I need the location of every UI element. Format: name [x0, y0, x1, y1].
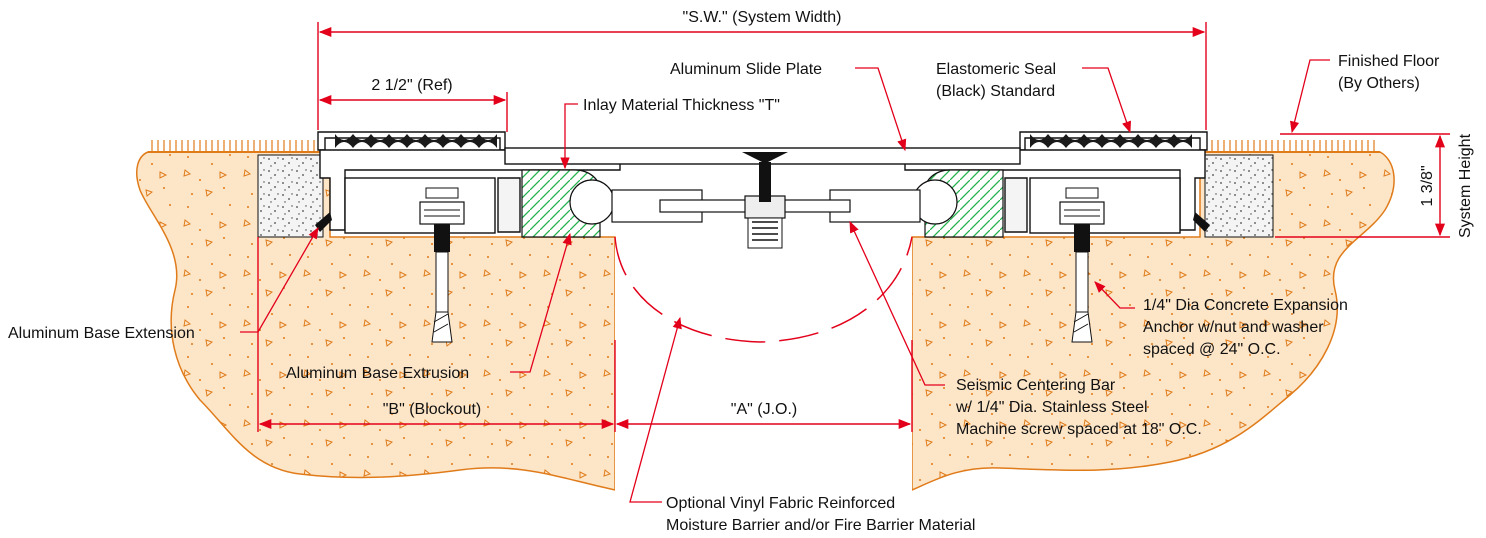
seismic-centering-bar: [611, 189, 921, 223]
inlay-thickness-label: Inlay Material Thickness "T": [583, 97, 780, 114]
base-extension-label: Aluminum Base Extension: [8, 325, 195, 342]
right-grout-bed: [912, 169, 1004, 238]
seal-label-line1: Elastomeric Seal: [936, 61, 1056, 78]
base-extrusion-label: Aluminum Base Extrusion: [286, 365, 469, 382]
system-height-value: 1 3/8": [1419, 165, 1436, 206]
left-concrete-slab: [136, 151, 616, 491]
left-grout-bed: [521, 169, 615, 238]
left-anchor: [419, 187, 465, 343]
system-height-dimension: [1275, 133, 1450, 238]
left-blockout-grout: [257, 154, 324, 238]
centering-bar-line2: w/ 1/4" Dia. Stainless Steel: [955, 399, 1148, 416]
right-elastomeric-seal: [1030, 134, 1192, 148]
blockout-label: "B" (Blockout): [383, 401, 482, 418]
system-width-label: "S.W." (System Width): [683, 9, 842, 26]
ref-dimension: [318, 92, 508, 132]
anchor-label-line1: 1/4" Dia Concrete Expansion: [1143, 297, 1348, 314]
joint-opening-label: "A" (J.O.): [731, 401, 797, 418]
right-base-extension-fin: [1193, 212, 1210, 232]
centering-screw: [742, 152, 788, 249]
barrier-label-line1: Optional Vinyl Fabric Reinforced: [666, 495, 895, 512]
right-blockout-grout: [1204, 154, 1274, 238]
ref-label: 2 1/2" (Ref): [371, 77, 452, 94]
centering-bar-line3: Machine screw spaced at 18" O.C.: [956, 421, 1202, 438]
anchor-label-line3: spaced @ 24" O.C.: [1143, 341, 1281, 358]
barrier-label-line2: Moisture Barrier and/or Fire Barrier Mat…: [666, 517, 975, 534]
finished-floor-line2: (By Others): [1338, 75, 1420, 92]
right-anchor: [1059, 187, 1105, 343]
moisture-barrier-loop: [614, 236, 913, 343]
anchor-label-line2: Anchor w/nut and washer: [1143, 319, 1324, 336]
leader-lines: [240, 59, 1330, 503]
finished-floor-line1: Finished Floor: [1338, 53, 1440, 70]
centering-bar-line1: Seismic Centering Bar: [956, 377, 1116, 394]
seal-label-line2: (Black) Standard: [936, 83, 1055, 100]
right-concrete-slab: [911, 151, 1395, 492]
system-height-label: System Height: [1457, 133, 1474, 238]
left-elastomeric-seal: [335, 134, 497, 148]
left-base-extension-fin: [315, 212, 332, 232]
slide-plate-label: Aluminum Slide Plate: [670, 61, 822, 78]
floor-hatch: [151, 140, 1375, 152]
system-width-dimension: [317, 22, 1207, 130]
joint-opening: [615, 237, 912, 507]
